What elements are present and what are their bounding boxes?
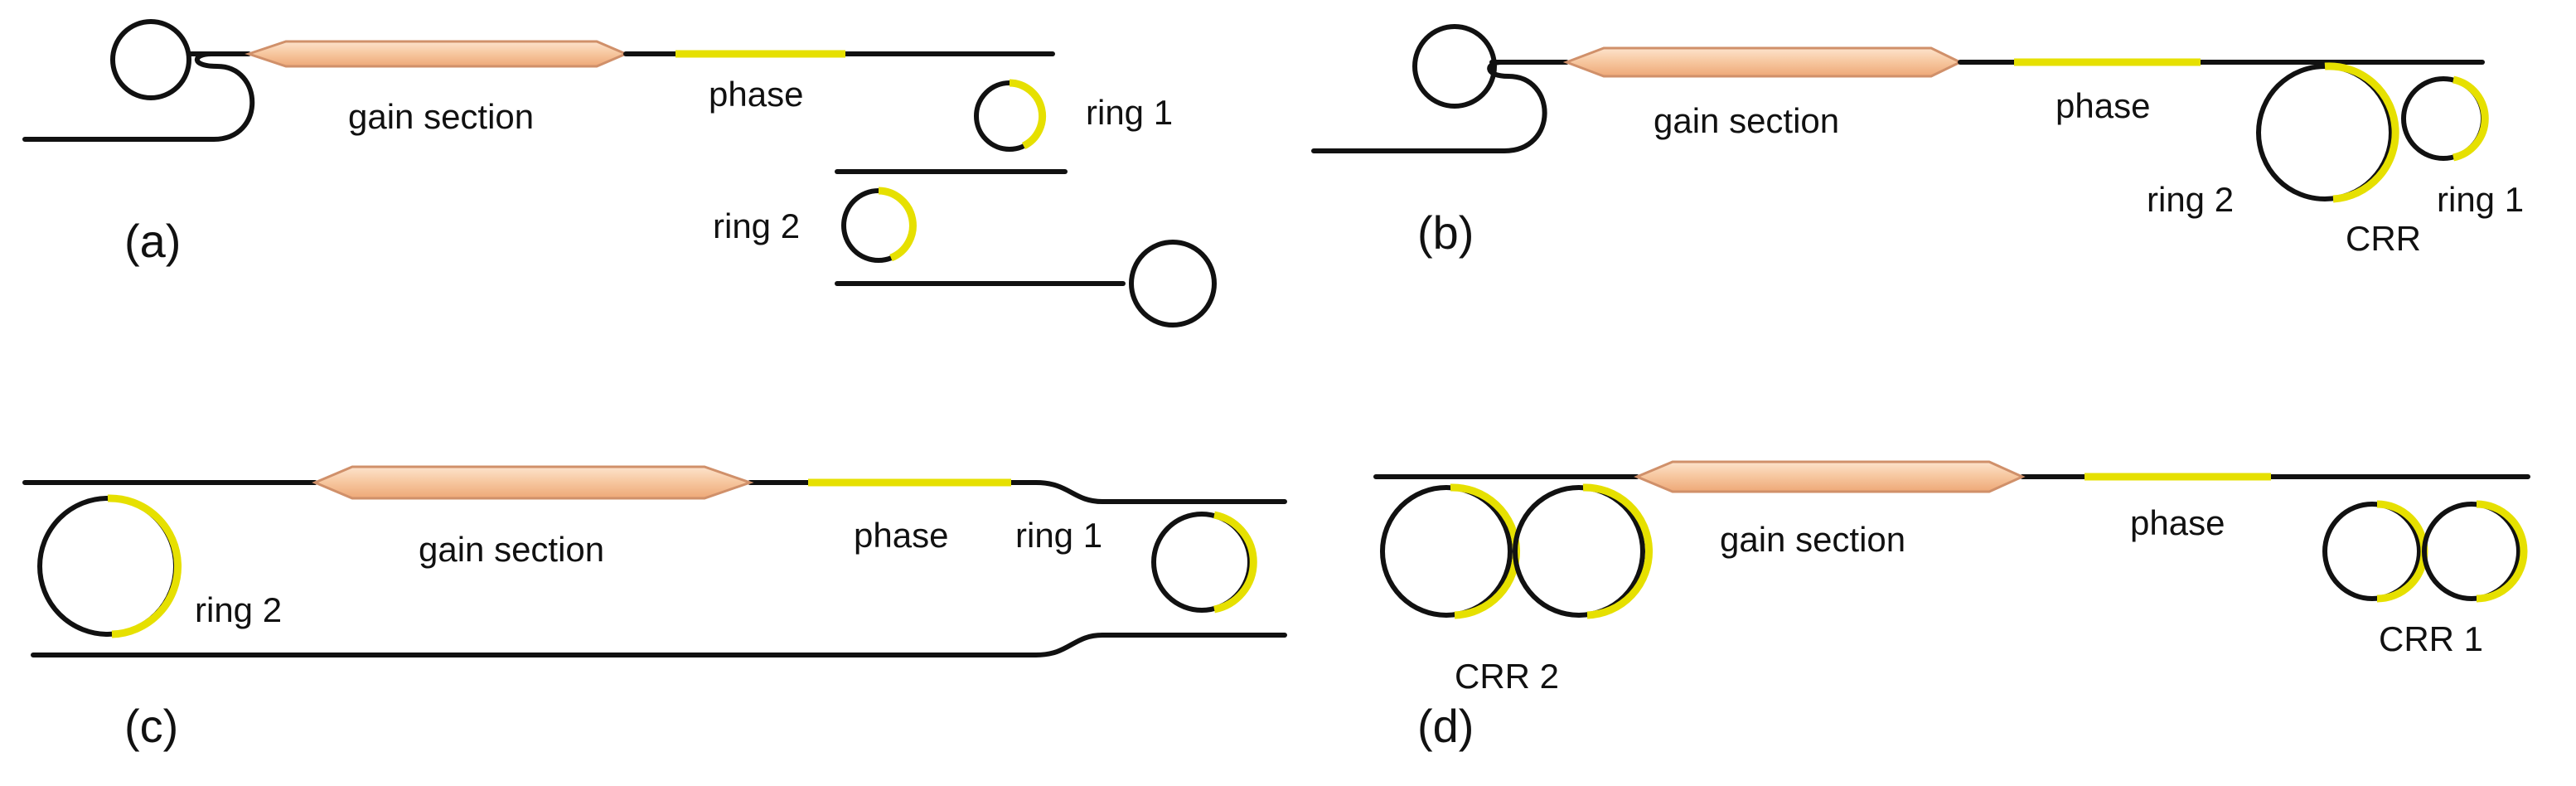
panel-c-phase-label: phase <box>854 516 948 555</box>
panel-b-loop-mirror-ring <box>1412 24 1497 109</box>
panel-c-ring-2-label: ring 2 <box>195 590 282 629</box>
panel-c-ring-2 <box>37 494 182 638</box>
panel-d-phase-label: phase <box>2130 503 2225 542</box>
panel-a-ring-2-label: ring 2 <box>713 206 800 245</box>
panel-c-gain-label: gain section <box>419 530 604 569</box>
panel-b-tag: (b) <box>1417 206 1474 259</box>
panel-b: gain section phase ring 2 CRR ring 1 (b) <box>1311 24 2524 259</box>
panel-c-bus-top <box>22 480 1287 504</box>
panel-b-ring-1-label: ring 1 <box>2437 180 2524 219</box>
panel-d-crr-2-label: CRR 2 <box>1455 657 1559 696</box>
panel-a-ring-1 <box>974 79 1047 152</box>
panel-a-ring-2 <box>841 187 917 263</box>
panel-a-gain-label: gain section <box>348 97 534 136</box>
panel-b-loop-mirror <box>1311 60 1547 153</box>
panel-b-ring-2-label: ring 2 <box>2147 180 2234 219</box>
panel-a-ring-1-label: ring 1 <box>1086 93 1173 132</box>
panel-a-phase-label: phase <box>709 75 803 114</box>
panel-a-loop-mirror-ring <box>110 19 191 100</box>
panel-d-crr-1 <box>2322 500 2528 603</box>
panel-d-crr-2 <box>1380 483 1653 619</box>
panel-b-ring-2 <box>2256 62 2399 203</box>
panel-a-loop-mirror <box>22 51 255 142</box>
panel-d-crr-1-label: CRR 1 <box>2379 619 2483 658</box>
panel-c-ring-1 <box>1151 511 1257 614</box>
panel-c-bus-bottom <box>31 633 1287 657</box>
panel-d-gain-section <box>1634 460 2026 493</box>
panel-a-loop-mirror-right <box>1129 240 1217 328</box>
panel-b-phase-label: phase <box>2055 86 2150 125</box>
panel-a-tag: (a) <box>124 215 181 267</box>
panel-d-gain-label: gain section <box>1720 520 1905 559</box>
panel-d: gain section phase CRR 2 CRR 1 (d) <box>1373 460 2530 752</box>
panel-b-crr-label: CRR <box>2346 219 2421 258</box>
panel-c-tag: (c) <box>124 700 178 752</box>
panel-c: gain section phase ring 1 ring 2 (c) <box>22 465 1287 752</box>
panel-d-tag: (d) <box>1417 700 1474 752</box>
panel-b-ring-1 <box>2401 75 2489 162</box>
panel-a-gain-section <box>245 40 629 68</box>
panel-b-gain-label: gain section <box>1654 101 1839 140</box>
panel-c-gain-section <box>312 465 754 500</box>
panel-c-ring-1-label: ring 1 <box>1015 516 1102 555</box>
panel-a: gain section phase ring 1 ring 2 (a) <box>22 19 1217 328</box>
panel-b-gain-section <box>1562 46 1963 78</box>
